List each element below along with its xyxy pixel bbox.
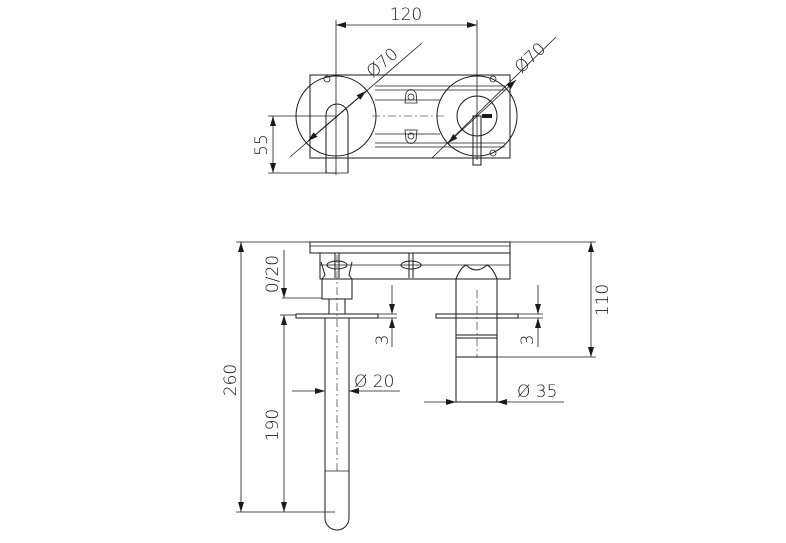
bolt-icon: [400, 253, 422, 278]
screw-icon: [489, 149, 497, 157]
mixer-flange: [435, 313, 519, 319]
dimension-label: 260: [221, 364, 241, 396]
spout: [324, 318, 350, 531]
dimension-label: 55: [252, 134, 272, 156]
top-view: 120 Ø70 Ø70 55: [252, 5, 557, 175]
dimension-label: Ø70: [511, 39, 550, 78]
mounting-clip: [404, 89, 418, 144]
dimension-label: 110: [593, 284, 613, 316]
dimension-label: Ø 35: [517, 382, 557, 402]
dimension-label: 120: [390, 5, 422, 25]
mixer-body: [455, 278, 498, 403]
dimension-label: 190: [263, 409, 283, 441]
dimension-label: Ø 20: [354, 372, 394, 392]
side-view: 260 0/20 190 3 3 110 Ø 20 Ø 35: [221, 241, 613, 531]
valve-body: [319, 252, 511, 280]
screw-icon: [323, 75, 331, 83]
dimension-label: 3: [518, 335, 538, 346]
dimension-label: 0/20: [263, 255, 283, 293]
spout-top: [325, 103, 349, 173]
dimension-label: 3: [373, 335, 393, 346]
backplate: [309, 241, 511, 254]
